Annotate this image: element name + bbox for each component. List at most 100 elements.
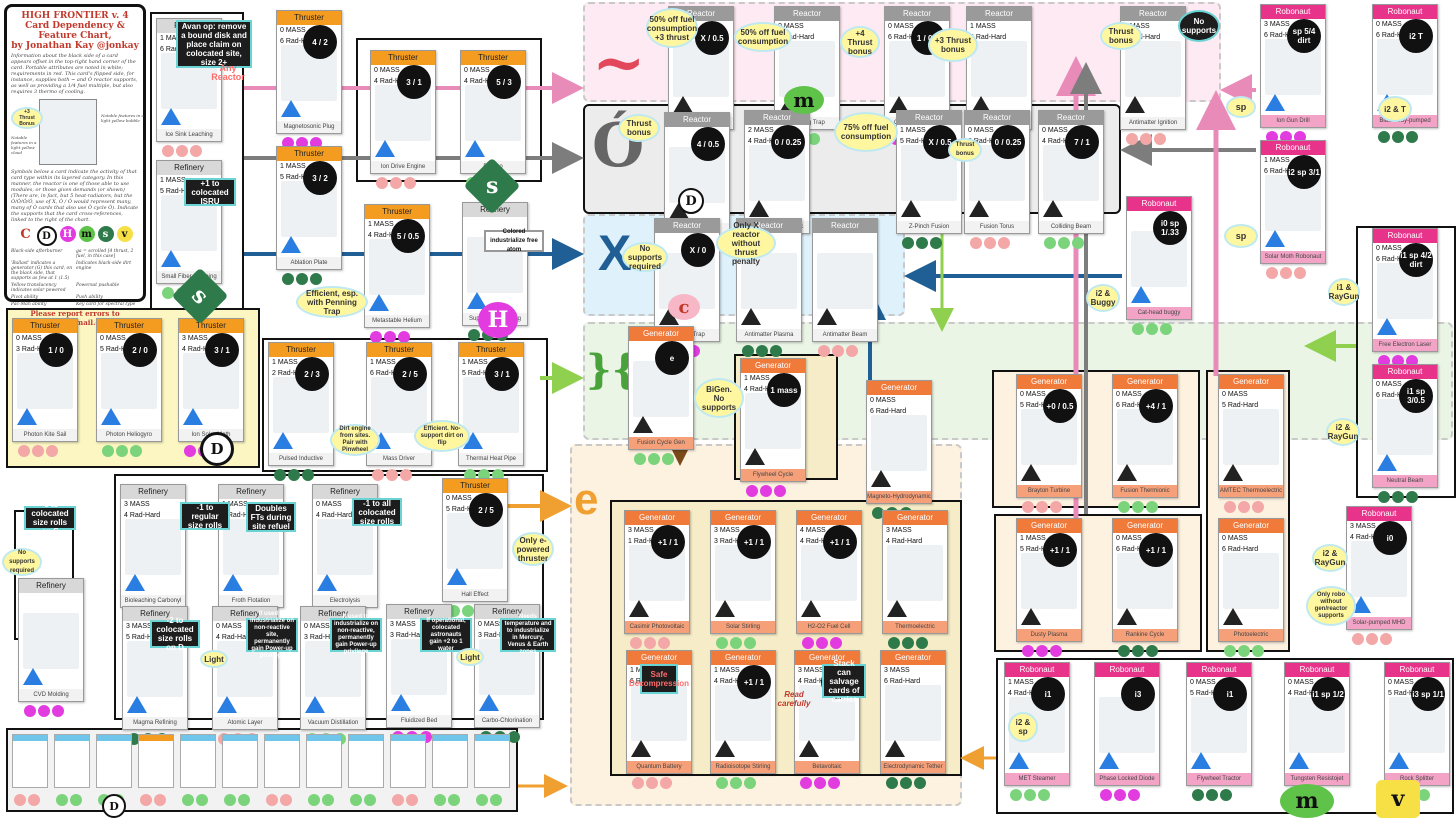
card-illustration [1223, 409, 1279, 465]
note-sp-b: sp [1224, 224, 1258, 248]
note-plus4-thrust: +4 Thrust bonus [840, 26, 880, 58]
support-dot-icon [1392, 491, 1404, 503]
support-dot-icon [1206, 789, 1218, 801]
card-type-label: Robonaut [1373, 229, 1437, 243]
card-support-dots [1118, 645, 1158, 657]
support-dot-icon [1058, 237, 1070, 249]
support-dot-icon [1114, 789, 1126, 801]
support-dot-icon [744, 777, 756, 789]
card-name: Fusion Torus [965, 221, 1029, 233]
support-dot-icon [1118, 645, 1130, 657]
card-support-dots [902, 237, 942, 249]
card-type-label: Generator [797, 511, 861, 525]
card-illustration [885, 685, 941, 741]
card-triangle-icon [889, 96, 909, 113]
card-mass: 0 MASS [374, 67, 400, 74]
support-dot-icon [1100, 789, 1112, 801]
card-type-label: Reactor [813, 219, 877, 233]
card-triangle-icon [629, 600, 649, 617]
card-support-dots [802, 637, 842, 649]
card-type-label: Generator [795, 651, 859, 665]
card-support-dots [370, 331, 410, 343]
card-triangle-icon [183, 408, 203, 425]
card-rad: 3 Rad-Hard [304, 634, 341, 641]
card-rad: 6 Rad-Hard [970, 34, 1007, 41]
note-no-supports-top: No supports [1178, 10, 1220, 42]
support-dot-icon [1224, 645, 1236, 657]
card-black-side-dial: 3 / 1 [205, 333, 239, 367]
card-black-side-dial: 5 / 0.5 [391, 219, 425, 253]
support-dot-icon [888, 637, 900, 649]
support-dot-icon [648, 453, 660, 465]
card-mass: 0 MASS [1042, 127, 1068, 134]
card-mass: 0 MASS [1288, 679, 1314, 686]
support-dot-icon [1352, 633, 1364, 645]
card-type-label: Generator [1017, 519, 1081, 533]
card-mass: 0 MASS [1116, 391, 1142, 398]
support-dot-icon [808, 133, 820, 145]
card-rad: 4 Rad-Hard [886, 538, 923, 545]
card-illustration [631, 685, 687, 741]
mini-card-dots [182, 794, 208, 806]
card-support-dots [1118, 501, 1158, 513]
card-rad: 4 Rad-Hard [798, 678, 835, 685]
card-mass: 1 MASS [370, 359, 396, 366]
card-name: Carbo-Chlorination [475, 715, 539, 727]
card-support-dots [634, 453, 674, 465]
note-dirt-engine: Dirt engine from sites. Pair with Pinwhe… [330, 424, 380, 456]
note-seventyfive-off: 75% off fuel consumption [834, 112, 898, 152]
mini-card [222, 734, 258, 788]
card-rad: 2 Rad-Hard [272, 370, 309, 377]
card-triangle-icon [817, 308, 837, 325]
note-thrust-bonus-c: Thrust bonus [948, 138, 982, 162]
card-triangle-icon [887, 600, 907, 617]
support-dot-icon [814, 777, 826, 789]
support-dot-icon [322, 794, 334, 806]
card-triangle-icon [391, 694, 411, 711]
card-mass: 4 MASS [800, 527, 826, 534]
card-mass: 0 MASS [888, 23, 914, 30]
card-type-label: Refinery [19, 579, 83, 593]
card-triangle-icon [161, 108, 181, 125]
card-triangle-icon [273, 432, 293, 449]
mini-card-header [391, 735, 425, 741]
card-triangle-icon [465, 140, 485, 157]
card-type-label: Refinery [313, 485, 377, 499]
card-name: Brayton Turbine [1017, 485, 1081, 497]
card-black-side-dial: sp 5/4 dirt [1287, 19, 1321, 53]
support-dot-icon [288, 469, 300, 481]
support-dot-icon [1146, 323, 1158, 335]
card-rad: 6 Rad-Hard [1116, 546, 1153, 553]
support-dot-icon [816, 637, 828, 649]
card-triangle-icon [375, 140, 395, 157]
card-mass: 3 MASS [628, 527, 654, 534]
card-rad: 5 Rad-Hard [126, 634, 163, 641]
card-illustration [887, 545, 943, 601]
note-i1-raygun: i1 & RayGun [1328, 278, 1360, 306]
legend-symbol-h: H [59, 226, 76, 242]
mini-card [348, 734, 384, 788]
mini-card [390, 734, 426, 788]
card-mass: 3 MASS [390, 621, 416, 628]
support-dot-icon [386, 469, 398, 481]
card-rad: 6 Rad-Hard [1116, 402, 1153, 409]
card-mass: 0 MASS [1020, 391, 1046, 398]
card-black-side-dial: i1 sp 1/2 [1311, 677, 1345, 711]
support-dot-icon [970, 237, 982, 249]
card-triangle-icon [969, 200, 989, 217]
mini-card-dots [434, 794, 460, 806]
support-dot-icon [1160, 323, 1172, 335]
support-dot-icon [434, 794, 446, 806]
support-dot-icon [184, 445, 196, 457]
card-black-side-dial: X / 0.5 [695, 21, 729, 55]
card-illustration [971, 41, 1027, 97]
card-triangle-icon [801, 600, 821, 617]
card-mass: 0 MASS [464, 67, 490, 74]
